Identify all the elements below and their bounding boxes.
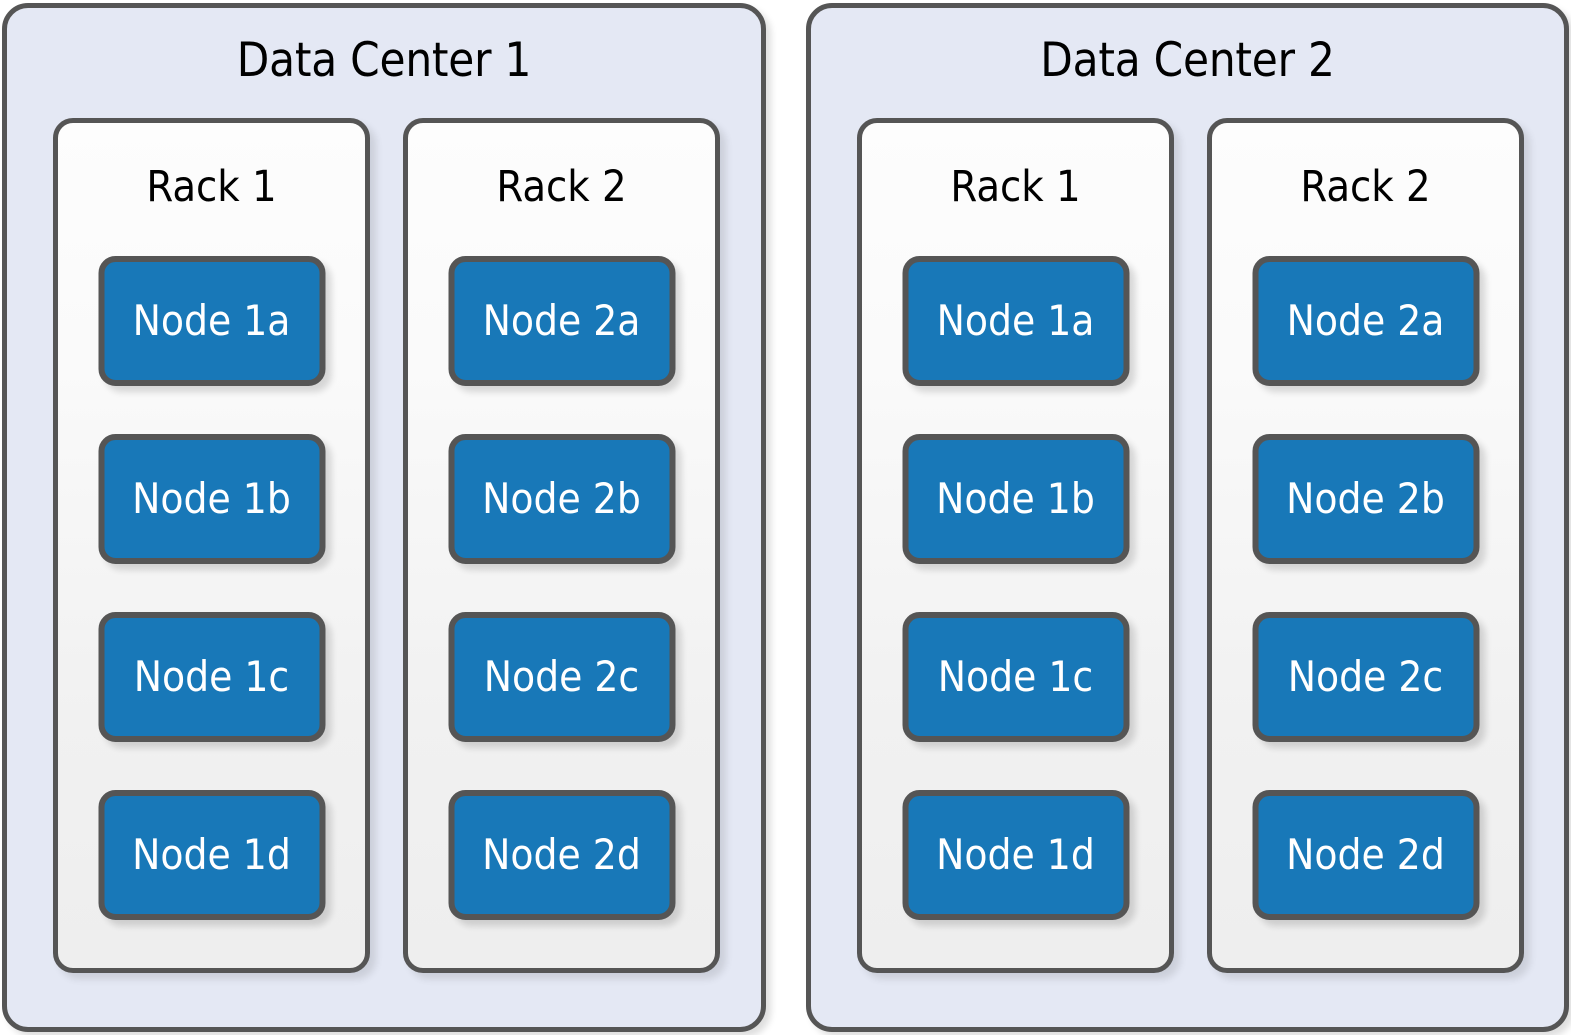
node-label: Node 1a	[936, 296, 1095, 345]
node-label: Node 2b	[1286, 474, 1445, 523]
datacenter-1-rack-1-node-list: Node 1a Node 1b Node 1c Node 1d	[58, 256, 365, 968]
node-dc2-r2-2a[interactable]: Node 2a	[1252, 256, 1479, 386]
node-dc1-r1-1d[interactable]: Node 1d	[98, 790, 325, 920]
datacenter-1-rack-1-title: Rack 1	[146, 162, 277, 212]
node-label: Node 1b	[936, 474, 1095, 523]
node-dc2-r1-1d[interactable]: Node 1d	[902, 790, 1129, 920]
datacenter-2-rack-2[interactable]: Rack 2 Node 2a Node 2b Node 2c Node 2d	[1207, 118, 1524, 973]
node-dc1-r1-1c[interactable]: Node 1c	[98, 612, 325, 742]
node-label: Node 1c	[937, 652, 1094, 701]
node-label: Node 2b	[482, 474, 641, 523]
datacenter-1-title: Data Center 1	[236, 33, 532, 88]
node-label: Node 1d	[132, 830, 291, 879]
node-label: Node 2c	[483, 652, 640, 701]
node-dc2-r2-2c[interactable]: Node 2c	[1252, 612, 1479, 742]
node-dc1-r1-1b[interactable]: Node 1b	[98, 434, 325, 564]
datacenter-2-rack-2-title: Rack 2	[1300, 162, 1431, 212]
node-label: Node 1d	[936, 830, 1095, 879]
node-dc2-r1-1a[interactable]: Node 1a	[902, 256, 1129, 386]
datacenter-2-title: Data Center 2	[1040, 33, 1335, 88]
datacenter-2[interactable]: Data Center 2 Rack 1 Node 1a Node 1b Nod…	[806, 3, 1569, 1032]
node-dc2-r2-2b[interactable]: Node 2b	[1252, 434, 1479, 564]
datacenter-2-rack-1-title: Rack 1	[950, 162, 1081, 212]
datacenter-2-rack-2-node-list: Node 2a Node 2b Node 2c Node 2d	[1212, 256, 1519, 968]
datacenter-2-rack-1-node-list: Node 1a Node 1b Node 1c Node 1d	[862, 256, 1169, 968]
node-label: Node 2a	[482, 296, 641, 345]
datacenter-1-rack-2-title: Rack 2	[496, 162, 627, 212]
node-label: Node 2a	[1286, 296, 1445, 345]
node-dc2-r2-2d[interactable]: Node 2d	[1252, 790, 1479, 920]
node-label: Node 1c	[133, 652, 290, 701]
node-label: Node 2c	[1287, 652, 1444, 701]
node-dc1-r2-2a[interactable]: Node 2a	[448, 256, 675, 386]
node-label: Node 1b	[132, 474, 291, 523]
node-dc1-r1-1a[interactable]: Node 1a	[98, 256, 325, 386]
datacenter-1-rack-2-node-list: Node 2a Node 2b Node 2c Node 2d	[408, 256, 715, 968]
datacenter-1-rack-1[interactable]: Rack 1 Node 1a Node 1b Node 1c Node 1d	[53, 118, 370, 973]
node-dc2-r1-1c[interactable]: Node 1c	[902, 612, 1129, 742]
datacenter-2-rack-1[interactable]: Rack 1 Node 1a Node 1b Node 1c Node 1d	[857, 118, 1174, 973]
datacenter-1[interactable]: Data Center 1 Rack 1 Node 1a Node 1b Nod…	[2, 3, 766, 1032]
node-dc1-r2-2d[interactable]: Node 2d	[448, 790, 675, 920]
node-dc1-r2-2b[interactable]: Node 2b	[448, 434, 675, 564]
node-dc2-r1-1b[interactable]: Node 1b	[902, 434, 1129, 564]
node-dc1-r2-2c[interactable]: Node 2c	[448, 612, 675, 742]
datacenter-1-rack-2[interactable]: Rack 2 Node 2a Node 2b Node 2c Node 2d	[403, 118, 720, 973]
node-label: Node 2d	[482, 830, 641, 879]
node-label: Node 1a	[132, 296, 291, 345]
node-label: Node 2d	[1286, 830, 1445, 879]
